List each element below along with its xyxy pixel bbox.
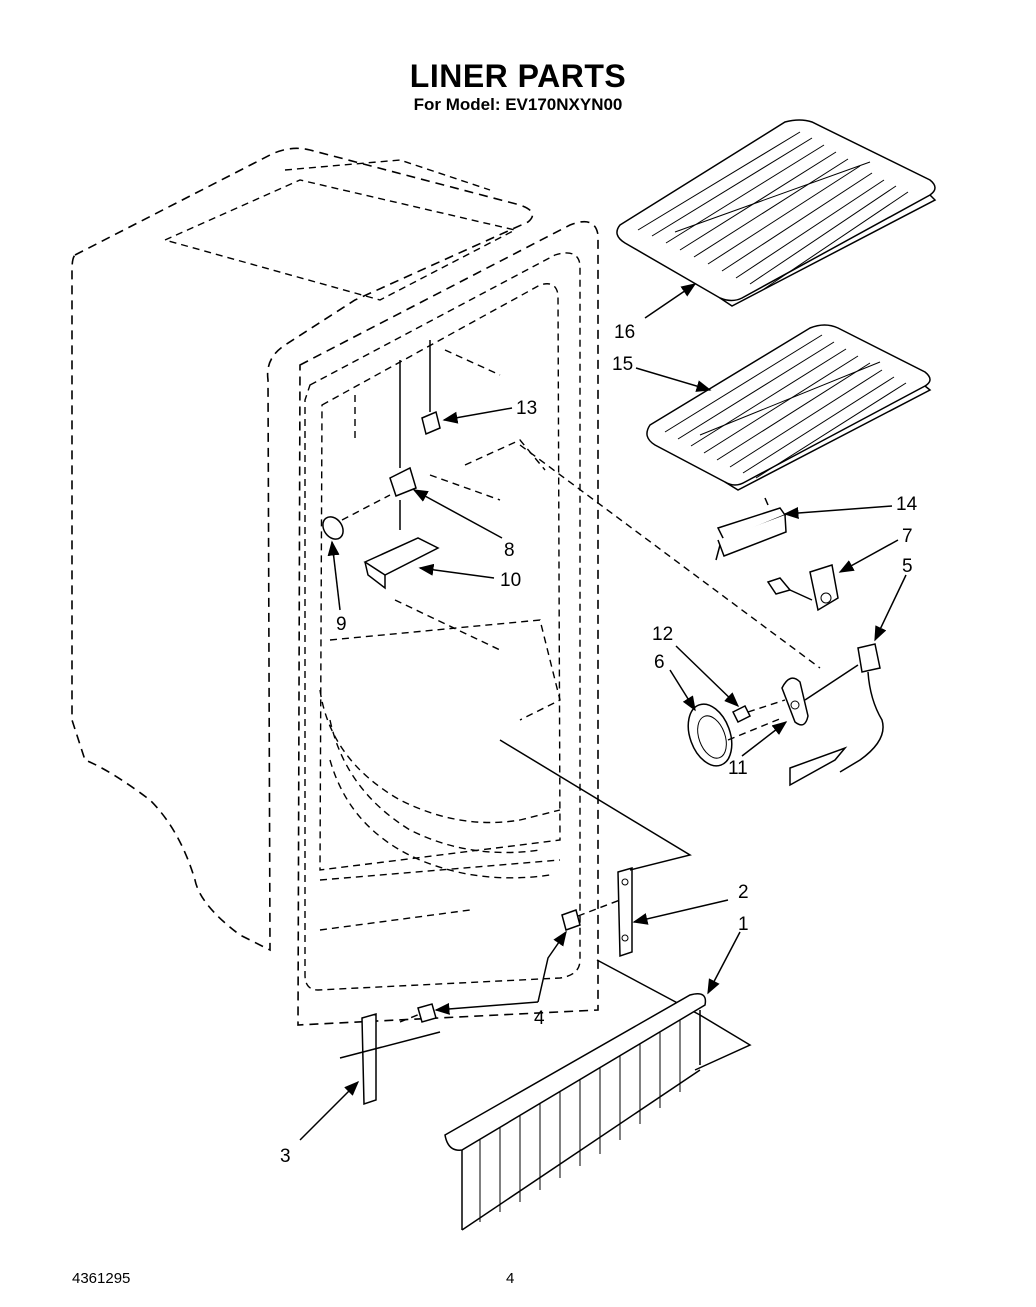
bulb-part-9 — [322, 516, 344, 540]
callout-8: 8 — [504, 540, 515, 561]
callout-13: 13 — [516, 398, 537, 419]
callout-4: 4 — [534, 1008, 545, 1029]
leader-arrows — [299, 283, 907, 1141]
page-title: LINER PARTS — [409, 58, 627, 94]
callout-16: 16 — [614, 322, 635, 343]
screw-part-4b — [417, 1003, 437, 1023]
switch-part-13 — [421, 410, 441, 436]
callout-labels: 16 15 13 14 7 5 8 10 9 12 6 11 2 1 4 3 — [280, 322, 918, 1167]
rail-part-2 — [617, 867, 633, 958]
screw-part-4a — [561, 909, 581, 931]
callout-3: 3 — [280, 1146, 291, 1167]
callout-10: 10 — [500, 570, 521, 591]
callout-2: 2 — [738, 882, 749, 903]
knob-part-6 — [687, 703, 733, 767]
screw-part-12 — [731, 704, 752, 724]
switch-part-5 — [789, 643, 884, 787]
document-number: 4361295 — [72, 1270, 131, 1287]
shelf-part-16 — [616, 119, 937, 307]
callout-14: 14 — [896, 494, 918, 515]
callout-7: 7 — [902, 526, 913, 547]
callout-5: 5 — [902, 556, 913, 577]
shelf-part-15 — [646, 324, 932, 491]
rail-part-3 — [361, 1013, 377, 1106]
rail-parts — [339, 739, 752, 1106]
thermostat-part-7 — [766, 564, 839, 612]
light-assembly — [322, 340, 821, 669]
callout-9: 9 — [336, 614, 347, 635]
page-number: 4 — [506, 1270, 515, 1287]
model-subtitle: For Model: EV170NXYN00 — [413, 95, 623, 114]
plate-part-11 — [781, 677, 809, 726]
bracket-part-14 — [715, 497, 787, 561]
socket-part-8 — [389, 466, 417, 497]
control-parts — [687, 664, 859, 767]
shield-part-10 — [363, 537, 440, 576]
callout-12: 12 — [652, 624, 673, 645]
basket-part-1 — [444, 993, 707, 1231]
callout-11: 11 — [728, 758, 748, 779]
callout-15: 15 — [612, 354, 633, 375]
callout-6: 6 — [654, 652, 665, 673]
cabinet-outline — [71, 147, 599, 1026]
callout-1: 1 — [738, 914, 749, 935]
